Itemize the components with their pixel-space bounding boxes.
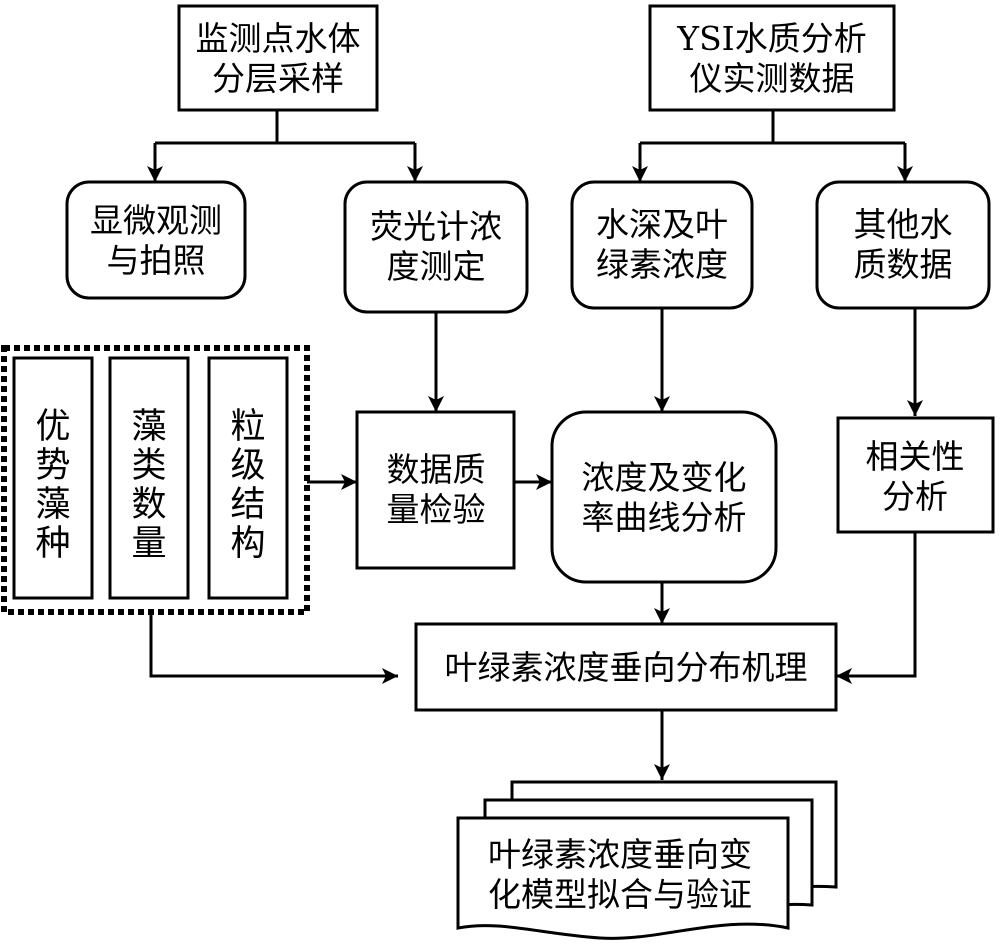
node-microscopy-line1: 显微观测 <box>90 201 222 240</box>
node-other-wq: 其他水 质数据 <box>815 180 991 310</box>
node-depth-chl-line2: 绿素浓度 <box>596 245 728 284</box>
node-quality-check: 数据质 量检验 <box>355 410 516 570</box>
node-size-structure-c3: 结 <box>230 485 265 525</box>
node-quality-check-line2: 量检验 <box>387 490 486 529</box>
node-quality-check-line1: 数据质 <box>387 450 486 489</box>
node-algae-count-c4: 量 <box>131 524 166 564</box>
node-size-structure-c1: 粒 <box>230 407 265 447</box>
node-rate-analysis-line1: 浓度及变化 <box>582 458 747 497</box>
node-rate-analysis-line2: 率曲线分析 <box>582 498 747 537</box>
node-other-wq-line2: 质数据 <box>854 245 953 284</box>
node-size-structure-c2: 级 <box>230 446 265 486</box>
node-microscopy: 显微观测 与拍照 <box>65 180 247 300</box>
node-other-wq-line1: 其他水 <box>854 205 953 244</box>
node-algae-count-c2: 类 <box>131 446 166 486</box>
node-rate-analysis: 浓度及变化 率曲线分析 <box>550 410 778 584</box>
node-ysi-line1: YSI水质分析 <box>676 19 866 58</box>
node-size-structure-c4: 构 <box>230 524 265 564</box>
node-model-line2: 化模型拟合与验证 <box>488 875 752 914</box>
node-fluorometer-line2: 度测定 <box>387 247 486 286</box>
node-sampling: 监测点水体 分层采样 <box>177 4 379 112</box>
node-mechanism: 叶绿素浓度垂向分布机理 <box>414 622 838 712</box>
node-ysi: YSI水质分析 仪实测数据 <box>648 4 896 112</box>
node-sampling-line1: 监测点水体 <box>196 19 361 58</box>
node-model-line1: 叶绿素浓度垂向变 <box>488 835 752 874</box>
node-correlation-line2: 分析 <box>882 477 948 516</box>
node-ysi-line2: 仪实测数据 <box>690 59 855 98</box>
node-dominant-algae-c3: 藻 <box>35 485 70 525</box>
node-fluorometer-line1: 荧光计浓 <box>370 207 502 246</box>
node-model: 叶绿素浓度垂向变 化模型拟合与验证 <box>456 780 838 940</box>
node-algae-count-c3: 数 <box>131 485 166 525</box>
connectors <box>147 110 923 780</box>
node-fluorometer: 荧光计浓 度测定 <box>343 180 529 314</box>
node-algae-count-c1: 藻 <box>131 407 166 447</box>
node-sampling-line2: 分层采样 <box>212 59 344 98</box>
node-correlation: 相关性 分析 <box>836 416 995 534</box>
algae-group: 优 势 藻 种 藻 类 数 量 粒 级 结 构 <box>1 345 310 615</box>
node-correlation-line1: 相关性 <box>866 437 965 476</box>
arrow-algae-to-mechanism <box>149 612 398 684</box>
node-depth-chl-line1: 水深及叶 <box>596 205 728 244</box>
model-doc-front <box>456 816 790 940</box>
arrow-correlation-to-mechanism <box>836 532 917 684</box>
node-microscopy-line2: 与拍照 <box>107 241 206 280</box>
node-dominant-algae-c4: 种 <box>35 524 70 564</box>
node-depth-chl: 水深及叶 绿素浓度 <box>570 180 754 310</box>
node-dominant-algae-c1: 优 <box>35 407 70 447</box>
node-mechanism-text: 叶绿素浓度垂向分布机理 <box>445 648 808 687</box>
node-dominant-algae-c2: 势 <box>35 446 70 486</box>
